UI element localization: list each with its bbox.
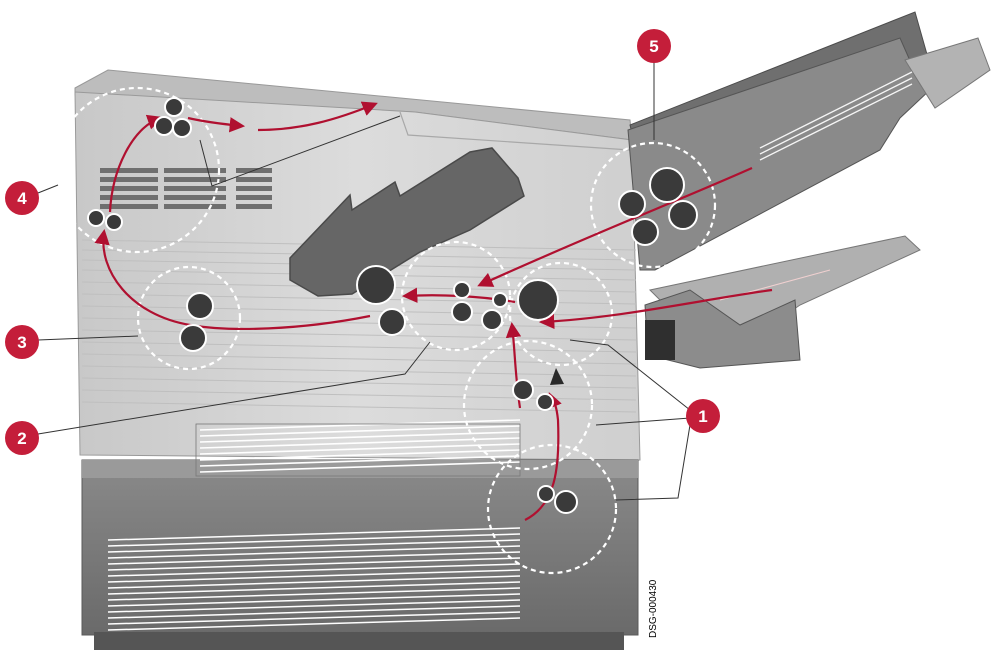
roller xyxy=(187,293,213,319)
roller xyxy=(537,394,553,410)
manual-feed-tray xyxy=(645,236,920,368)
roller xyxy=(493,293,507,307)
roller xyxy=(650,168,684,202)
svg-text:1: 1 xyxy=(698,407,707,426)
svg-text:5: 5 xyxy=(649,37,658,56)
figure-code: DSG-000430 xyxy=(648,579,659,638)
roller xyxy=(165,98,183,116)
roller xyxy=(632,219,658,245)
callout-5: 5 xyxy=(637,29,671,63)
face-up-output-tray xyxy=(628,12,990,270)
callout-1: 1 xyxy=(686,399,720,433)
roller xyxy=(538,486,554,502)
roller xyxy=(669,201,697,229)
roller xyxy=(180,325,206,351)
callout-4: 4 xyxy=(5,181,39,215)
roller xyxy=(482,310,502,330)
roller xyxy=(513,380,533,400)
roller xyxy=(88,210,104,226)
roller xyxy=(155,117,173,135)
roller xyxy=(619,191,645,217)
roller xyxy=(379,309,405,335)
roller xyxy=(106,214,122,230)
callout-3: 3 xyxy=(5,325,39,359)
callout-2: 2 xyxy=(5,421,39,455)
svg-text:3: 3 xyxy=(17,333,26,352)
roller xyxy=(452,302,472,322)
roller xyxy=(555,491,577,513)
roller xyxy=(173,119,191,137)
roller xyxy=(357,266,395,304)
lower-paper-tray xyxy=(82,460,638,635)
roller xyxy=(454,282,470,298)
svg-text:2: 2 xyxy=(17,429,26,448)
roller xyxy=(518,280,558,320)
svg-text:4: 4 xyxy=(17,189,27,208)
